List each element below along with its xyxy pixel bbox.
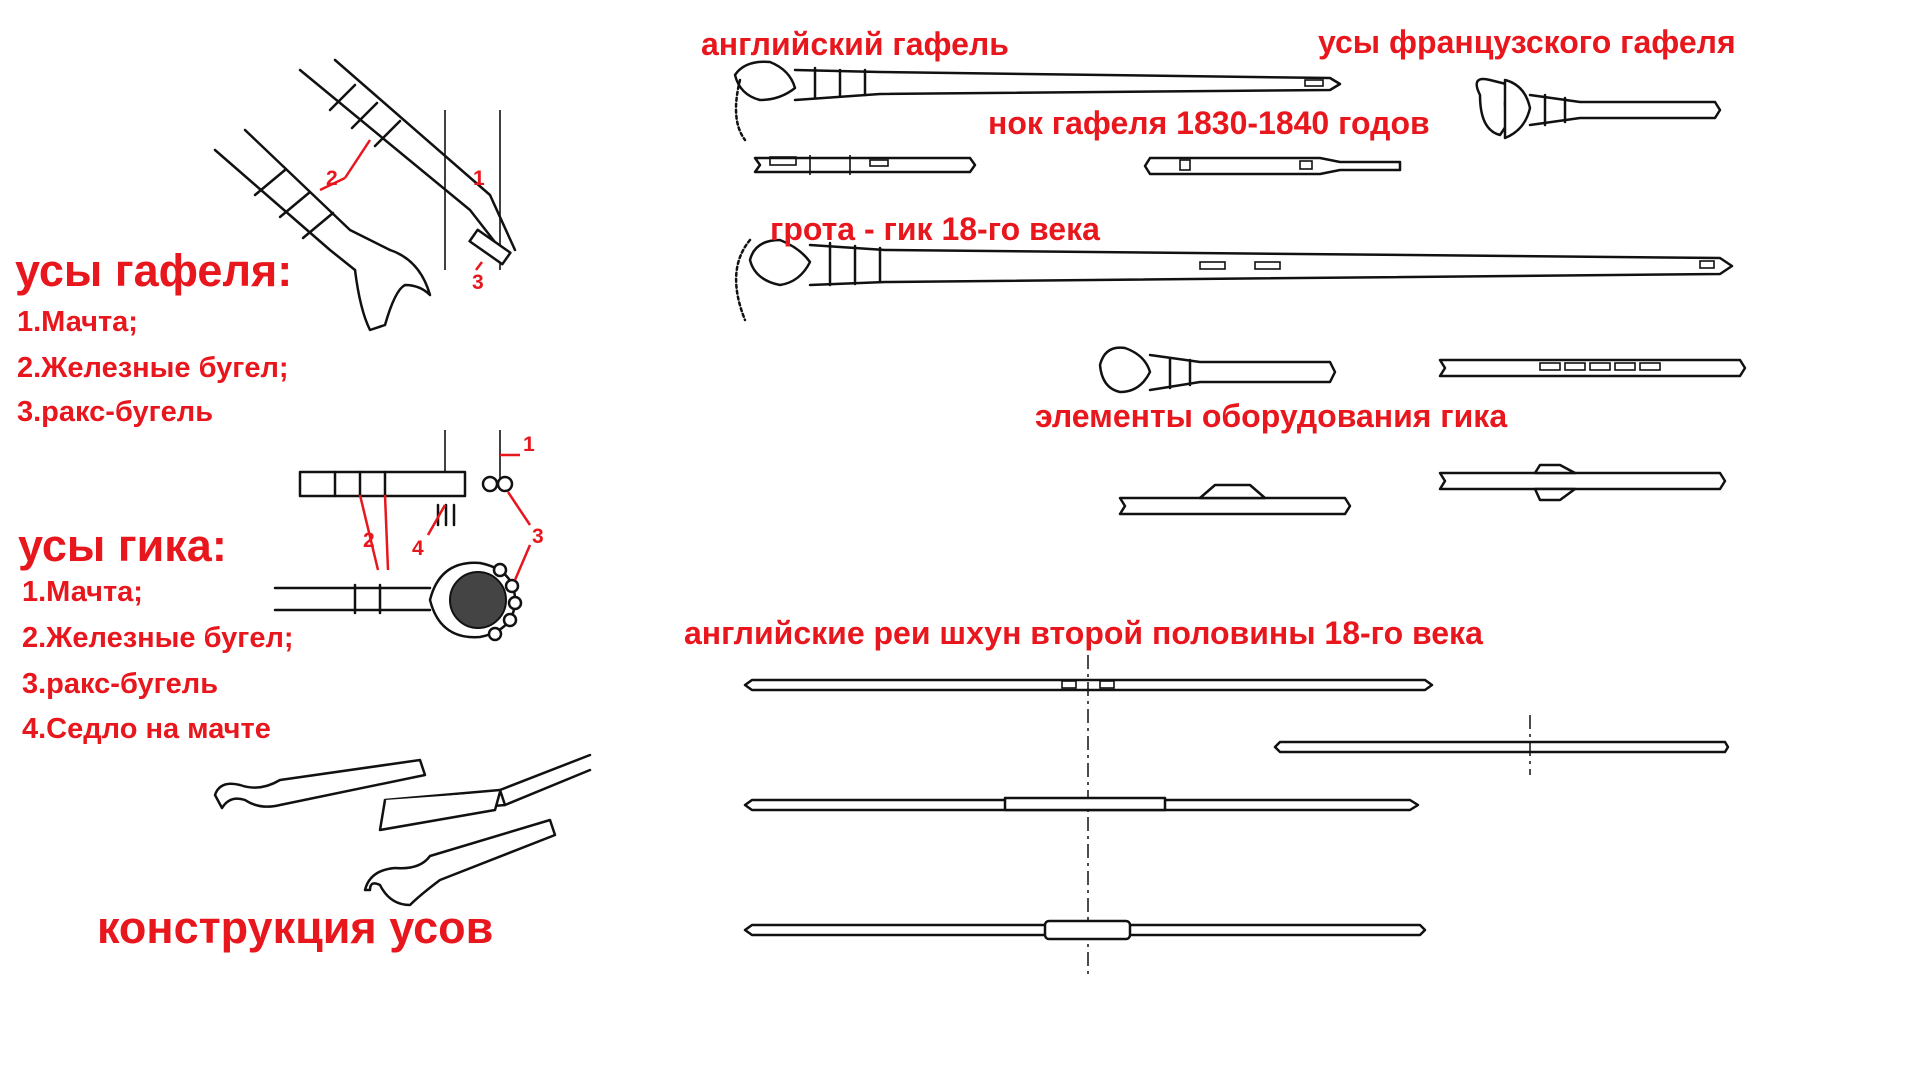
- schooner-yards-drawing: [743, 655, 1730, 975]
- french-gaff-jaws-title: усы французского гафеля: [1318, 24, 1736, 60]
- boom-callout-4: 4: [412, 537, 424, 560]
- boom-jaws-item-2: 2.Железные бугел;: [22, 622, 294, 654]
- gaff-jaws-item-3: 3.ракс-бугель: [17, 396, 214, 428]
- boom-jaws-item-1: 1.Мачта;: [22, 576, 143, 608]
- boom-jaws-drawing: [273, 430, 532, 642]
- boom-jaws-item-3: 3.ракс-бугель: [22, 668, 219, 700]
- gaff-peak-title: нок гафеля 1830-1840 годов: [988, 105, 1430, 141]
- main-boom-title: грота - гик 18-го века: [770, 211, 1100, 247]
- schooner-yards-title: английские реи шхун второй половины 18-г…: [684, 615, 1483, 651]
- boom-jaws-item-4: 4.Седло на мачте: [22, 713, 271, 745]
- gaff-callout-3: 3: [472, 271, 484, 294]
- gaff-jaws-item-1: 1.Мачта;: [17, 306, 138, 338]
- gaff-jaws-drawing: [213, 58, 517, 332]
- jaws-construction-drawing: [213, 753, 592, 907]
- english-gaff-title: английский гафель: [701, 26, 1009, 62]
- gaff-jaws-item-2: 2.Железные бугел;: [17, 352, 289, 384]
- boom-callout-2: 2: [363, 529, 375, 552]
- jaws-construction-title: конструкция усов: [97, 902, 494, 953]
- boom-fittings-title: элементы оборудования гика: [1035, 398, 1508, 434]
- gaff-callout-1: 1: [473, 167, 485, 190]
- french-gaff-jaws-drawing: [1475, 77, 1722, 140]
- boom-jaws-title: усы гика:: [18, 520, 227, 571]
- gaff-peak-drawing: [753, 155, 1402, 176]
- gaff-callout-2: 2: [326, 167, 338, 190]
- boom-fittings-drawing: [1098, 346, 1747, 516]
- english-gaff-drawing: [733, 60, 1342, 142]
- boom-callout-1: 1: [523, 433, 535, 456]
- main-boom-drawing: [734, 238, 1734, 322]
- boom-callout-3: 3: [532, 525, 544, 548]
- gaff-jaws-title: усы гафеля:: [15, 245, 293, 296]
